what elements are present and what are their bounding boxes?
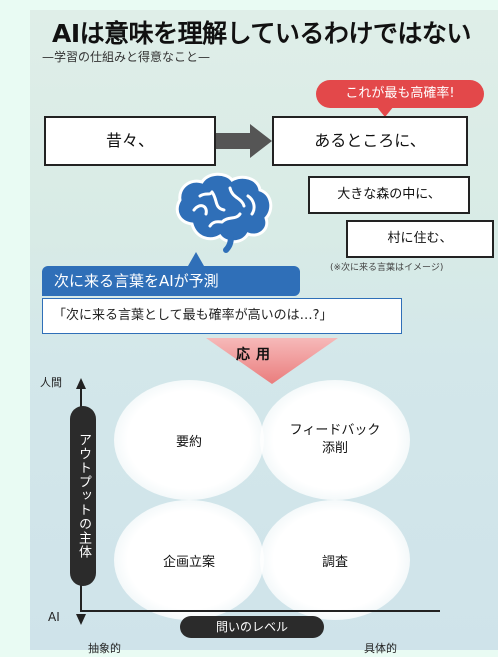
quadrant-feedback-line1: フィードバック (289, 423, 381, 438)
quadrant-feedback-line2: 添削 (321, 441, 348, 456)
quadrant-research-label: 調査 (321, 554, 348, 570)
quadrant-feedback-label: フィードバック 添削 (290, 422, 381, 458)
word-box-second: 大きな森の中に、 (308, 176, 470, 214)
y-axis-top-label: 人間 (40, 376, 62, 389)
image-note: (※次に来る言葉はイメージ) (330, 263, 444, 273)
x-axis-title: 問いのレベル (180, 616, 324, 638)
right-arrow-icon (216, 124, 272, 158)
quadrant-research: 調査 (260, 500, 410, 620)
prediction-question: 「次に来る言葉として最も確率が高いのは…?」 (42, 298, 402, 334)
y-axis-down-arrow-icon (76, 614, 86, 625)
probability-badge-tail (376, 106, 394, 117)
quadrant-summary-label: 要約 (175, 434, 202, 450)
quadrant-planning-label: 企画立案 (162, 554, 215, 570)
x-axis-left-label: 抽象的 (88, 642, 121, 655)
infographic-panel: AIは意味を理解しているわけではない —学習の仕組みと得意なこと— これが最も高… (30, 10, 498, 655)
y-axis-title: アウトプットの主体 (70, 406, 96, 586)
probability-badge: これが最も高確率! (316, 80, 484, 108)
prediction-banner-tail (188, 252, 204, 266)
apply-label: 応用 (236, 347, 276, 363)
quadrant-feedback: フィードバック 添削 (260, 380, 410, 500)
x-axis-line (80, 610, 440, 612)
word-box-first: あるところに、 (272, 116, 468, 166)
down-triangle-icon (206, 338, 338, 384)
page-subtitle: —学習の仕組みと得意なこと— (42, 50, 211, 64)
prediction-banner: 次に来る言葉をAIが予測 (42, 266, 300, 296)
quadrant-summary: 要約 (114, 380, 264, 500)
brain-icon (175, 172, 273, 253)
word-box-past: 昔々、 (44, 116, 216, 166)
x-axis-right-label: 具体的 (364, 642, 397, 655)
y-axis-bottom-label: AI (48, 610, 60, 624)
word-box-third: 村に住む、 (346, 220, 494, 258)
y-axis-up-arrow-icon (76, 378, 86, 389)
page-title: AIは意味を理解しているわけではない (52, 19, 471, 48)
quadrant-planning: 企画立案 (114, 500, 264, 620)
